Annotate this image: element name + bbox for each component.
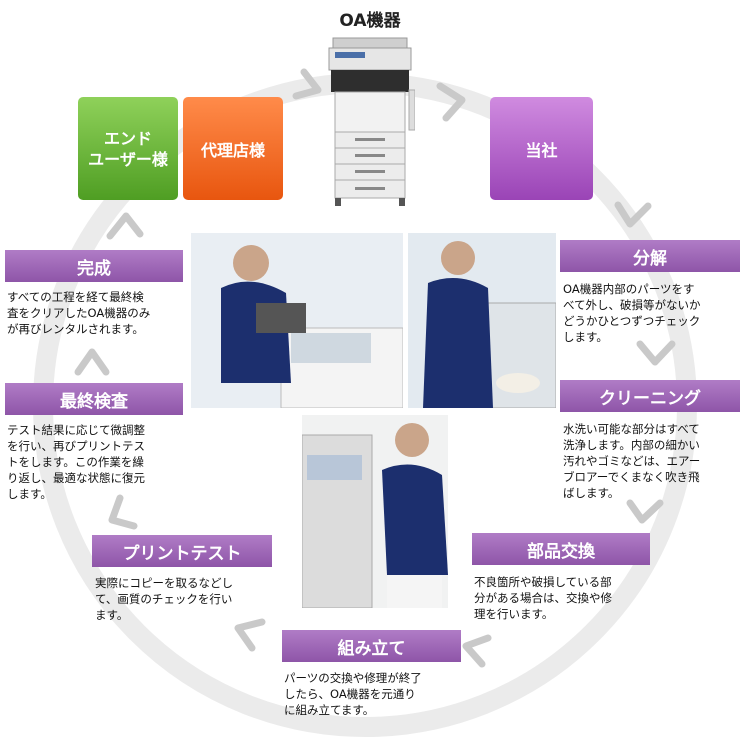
arrow-icon — [636, 340, 676, 366]
photo-disassembly-worker — [191, 233, 403, 408]
arrow-icon — [436, 82, 466, 122]
photo-assembly-worker — [302, 415, 448, 608]
photo-cleaning-worker — [408, 233, 556, 408]
arrow-icon — [626, 499, 664, 524]
step-disassembly: 分解 — [560, 240, 740, 272]
copier-image — [328, 37, 415, 206]
actor-agency: 代理店様 — [183, 97, 283, 200]
step-complete: 完成 — [5, 250, 183, 282]
arrow-icon — [234, 618, 266, 652]
arrow-icon — [108, 494, 138, 530]
step-final-inspection-desc: テスト結果に応じて微調整を行い、再びプリントテストをします。この作業を繰り返し、… — [7, 423, 145, 501]
arrow-icon — [106, 212, 144, 240]
step-assembly: 組み立て — [282, 630, 461, 662]
actor-end-user: エンドユーザー様 — [78, 97, 178, 200]
diagram-title: OA機器 — [339, 11, 401, 31]
step-complete-desc: すべての工程を経て最終検査をクリアしたOA機器のみが再びレンタルされます。 — [7, 290, 151, 336]
step-print-test-desc: 実際にコピーを取るなどして、画質のチェックを行います。 — [95, 576, 233, 622]
step-disassembly-desc: OA機器内部のパーツをすべて外し、破損等がないかどうかひとつずつチェックします。 — [563, 282, 701, 344]
step-final-inspection: 最終検査 — [5, 383, 183, 415]
step-print-test: プリントテスト — [92, 535, 272, 567]
step-parts-replacement: 部品交換 — [472, 533, 650, 565]
step-assembly-desc: パーツの交換や修理が終了したら、OA機器を元通りに組み立てます。 — [284, 671, 422, 717]
arrow-icon — [74, 348, 110, 376]
arrow-icon — [292, 68, 322, 100]
actor-company: 当社 — [490, 97, 593, 200]
arrow-icon — [462, 634, 492, 668]
step-parts-replacement-desc: 不良箇所や破損している部分がある場合は、交換や修理を行います。 — [474, 575, 612, 621]
step-cleaning-desc: 水洗い可能な部分はすべて洗浄します。内部の細かい汚れやゴミなどは、エアーブロアー… — [563, 422, 701, 500]
step-cleaning: クリーニング — [560, 380, 740, 412]
arrow-icon — [614, 201, 652, 228]
